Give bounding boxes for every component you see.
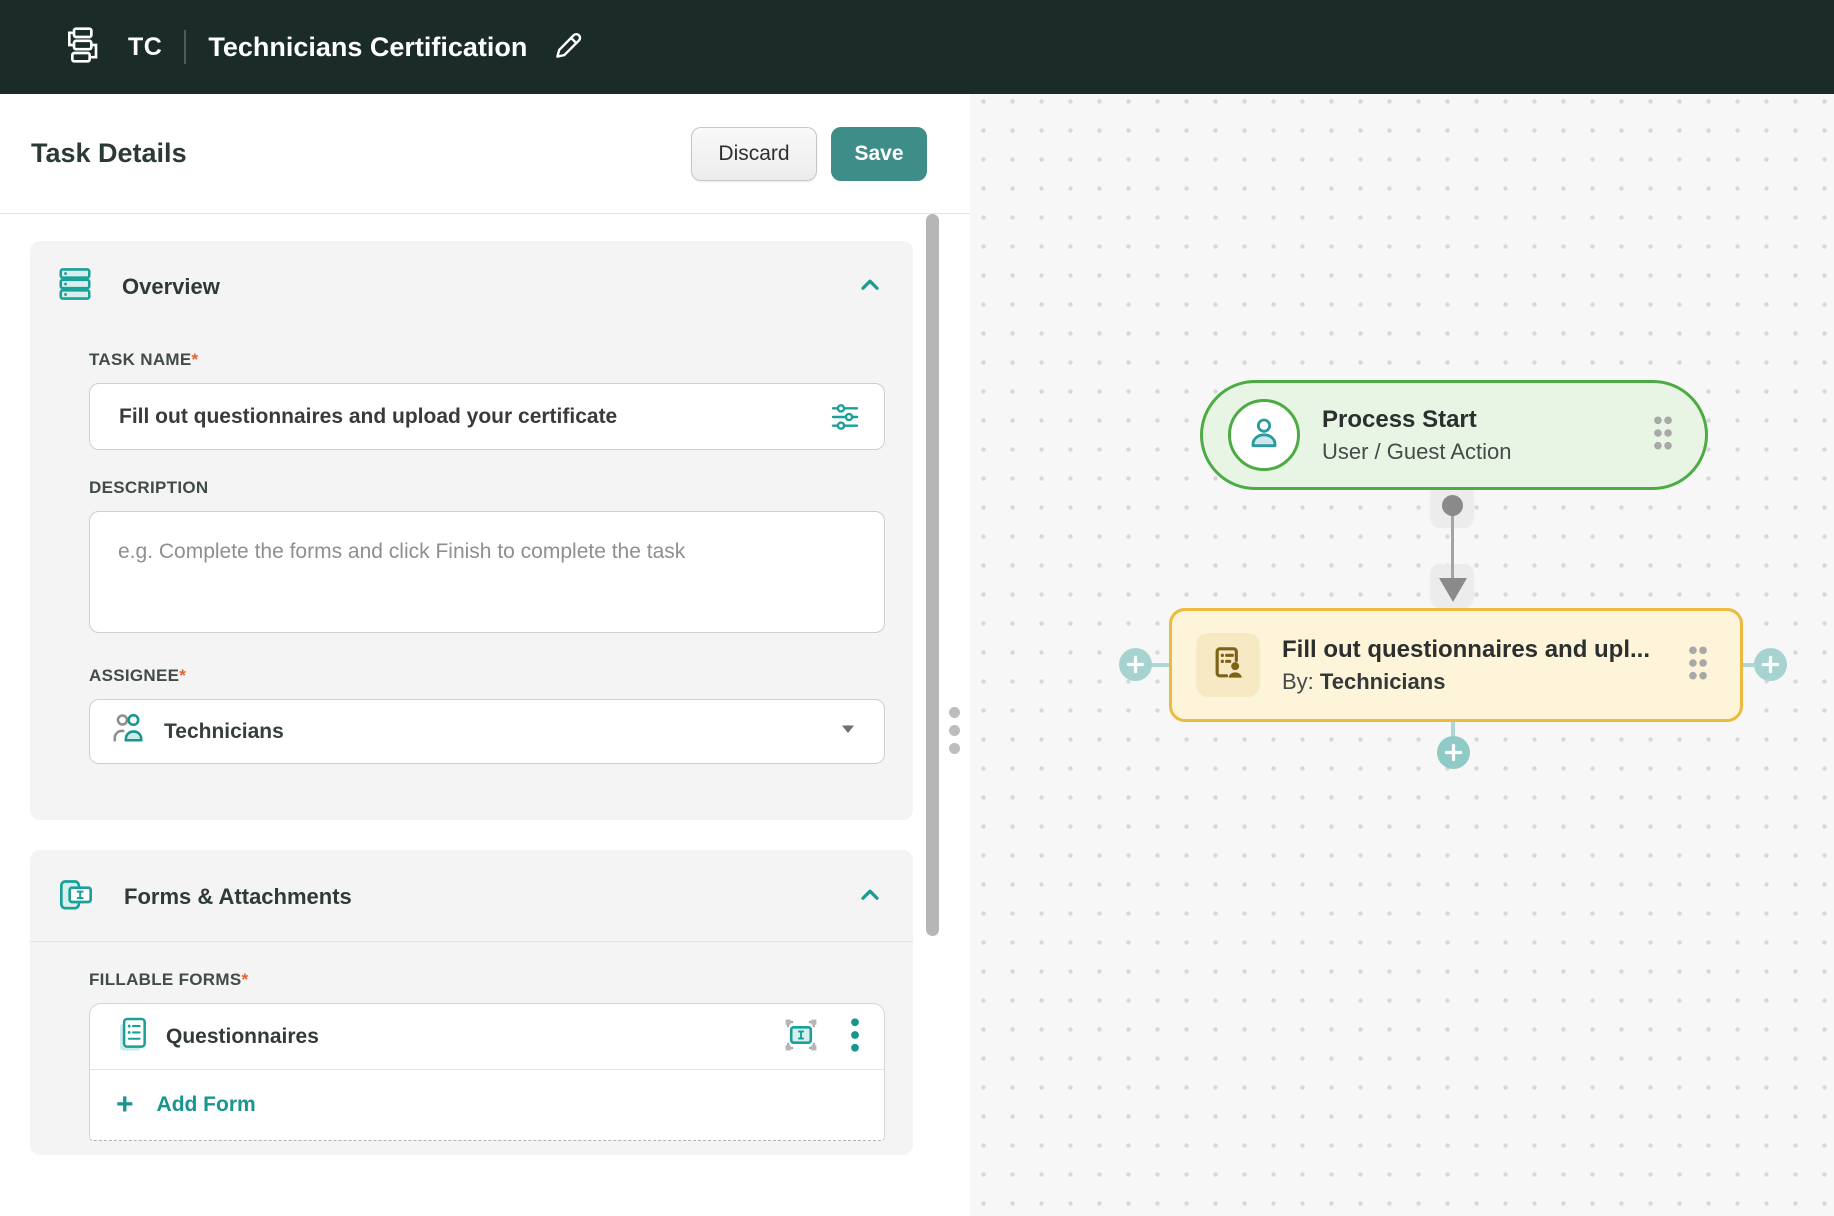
- add-step-left-button[interactable]: [1119, 648, 1152, 681]
- panel-scrollbar[interactable]: [926, 214, 939, 936]
- forms-attachments-icon: [56, 874, 96, 919]
- node-assignee: Technicians: [1320, 669, 1446, 694]
- user-task-icon: [1208, 643, 1248, 688]
- task-details-panel: Task Details Discard Save: [0, 94, 970, 1216]
- chevron-up-icon: [857, 882, 883, 911]
- fillable-forms-label: FILLABLE FORMS*: [89, 970, 913, 990]
- assignee-label: ASSIGNEE*: [89, 666, 913, 686]
- add-step-right-button[interactable]: [1754, 648, 1787, 681]
- node-subtitle: User / Guest Action: [1322, 439, 1651, 465]
- task-name-label: TASK NAME*: [89, 350, 913, 370]
- caret-down-icon: [838, 719, 858, 744]
- description-label: DESCRIPTION: [89, 478, 913, 498]
- overview-icon: [56, 265, 94, 308]
- form-list-item[interactable]: Questionnaires: [90, 1004, 884, 1070]
- group-people-icon: [110, 711, 146, 752]
- fillable-forms-box: Questionnaires: [89, 1003, 885, 1141]
- node-task-fill-questionnaires[interactable]: Fill out questionnaires and upl... By: T…: [1169, 608, 1743, 722]
- connector-start-dot[interactable]: [1442, 495, 1463, 516]
- form-item-menu-button[interactable]: [848, 1017, 862, 1056]
- form-name: Questionnaires: [166, 1025, 780, 1049]
- selected-field-icon: [780, 1014, 822, 1059]
- overview-title: Overview: [122, 274, 857, 300]
- connector-arrowhead-icon: [1439, 578, 1467, 602]
- panel-body: Overview TASK NAME*: [0, 215, 970, 1216]
- save-button[interactable]: Save: [831, 127, 927, 181]
- node-title: Process Start: [1322, 406, 1651, 434]
- workflow-canvas[interactable]: Process Start User / Guest Action: [970, 94, 1834, 1216]
- overview-section: Overview TASK NAME*: [30, 241, 913, 820]
- forms-collapse-button[interactable]: [857, 882, 883, 911]
- panel-header: Task Details Discard Save: [0, 94, 970, 214]
- node-title: Fill out questionnaires and upl...: [1282, 636, 1686, 664]
- required-asterisk: *: [241, 970, 248, 989]
- node-text: Fill out questionnaires and upl... By: T…: [1282, 636, 1686, 695]
- assignee-select[interactable]: Technicians: [89, 699, 885, 764]
- node-text: Process Start User / Guest Action: [1322, 406, 1651, 465]
- panel-resize-handle[interactable]: [947, 707, 961, 757]
- form-document-icon: [113, 1015, 151, 1058]
- task-name-field-wrap: [89, 383, 885, 450]
- node-process-start[interactable]: Process Start User / Guest Action: [1200, 380, 1708, 490]
- drag-handle-icon[interactable]: [1651, 414, 1675, 457]
- add-form-button[interactable]: + Add Form: [90, 1070, 884, 1140]
- chevron-up-icon: [857, 272, 883, 301]
- user-icon: [1244, 413, 1284, 458]
- overview-section-header[interactable]: Overview: [30, 241, 913, 322]
- plus-icon: +: [116, 1090, 134, 1120]
- task-name-input[interactable]: [89, 383, 885, 450]
- forms-section-header[interactable]: Forms & Attachments: [30, 850, 913, 933]
- forms-section-title: Forms & Attachments: [124, 884, 857, 910]
- connector-stem: [1150, 663, 1169, 667]
- forms-attachments-section: Forms & Attachments FILLABLE FORMS*: [30, 850, 913, 1155]
- node-assignee-line: By: Technicians: [1282, 669, 1686, 695]
- assignee-value: Technicians: [164, 720, 838, 744]
- add-step-below-button[interactable]: [1437, 736, 1470, 769]
- avatar: [1228, 399, 1300, 471]
- pencil-icon: [551, 29, 585, 66]
- description-textarea[interactable]: [89, 511, 885, 633]
- task-icon-tile: [1196, 633, 1260, 697]
- add-form-label: Add Form: [157, 1093, 256, 1117]
- drag-handle-icon[interactable]: [1686, 644, 1710, 687]
- kebab-menu-icon: [848, 1017, 862, 1056]
- form-field-preview-button[interactable]: [780, 1014, 822, 1059]
- workflow-icon: [62, 25, 102, 70]
- edit-title-button[interactable]: [551, 29, 585, 66]
- process-title: Technicians Certification: [208, 32, 527, 63]
- required-asterisk: *: [179, 666, 186, 685]
- overview-collapse-button[interactable]: [857, 272, 883, 301]
- header-divider: [184, 30, 186, 64]
- required-asterisk: *: [192, 350, 199, 369]
- discard-button[interactable]: Discard: [691, 127, 817, 181]
- panel-title: Task Details: [31, 138, 691, 169]
- app-initials: TC: [128, 33, 162, 62]
- field-settings-icon[interactable]: [829, 401, 861, 438]
- section-divider: [30, 941, 913, 942]
- top-bar: TC Technicians Certification: [0, 0, 1834, 94]
- connector-stem: [1451, 722, 1455, 737]
